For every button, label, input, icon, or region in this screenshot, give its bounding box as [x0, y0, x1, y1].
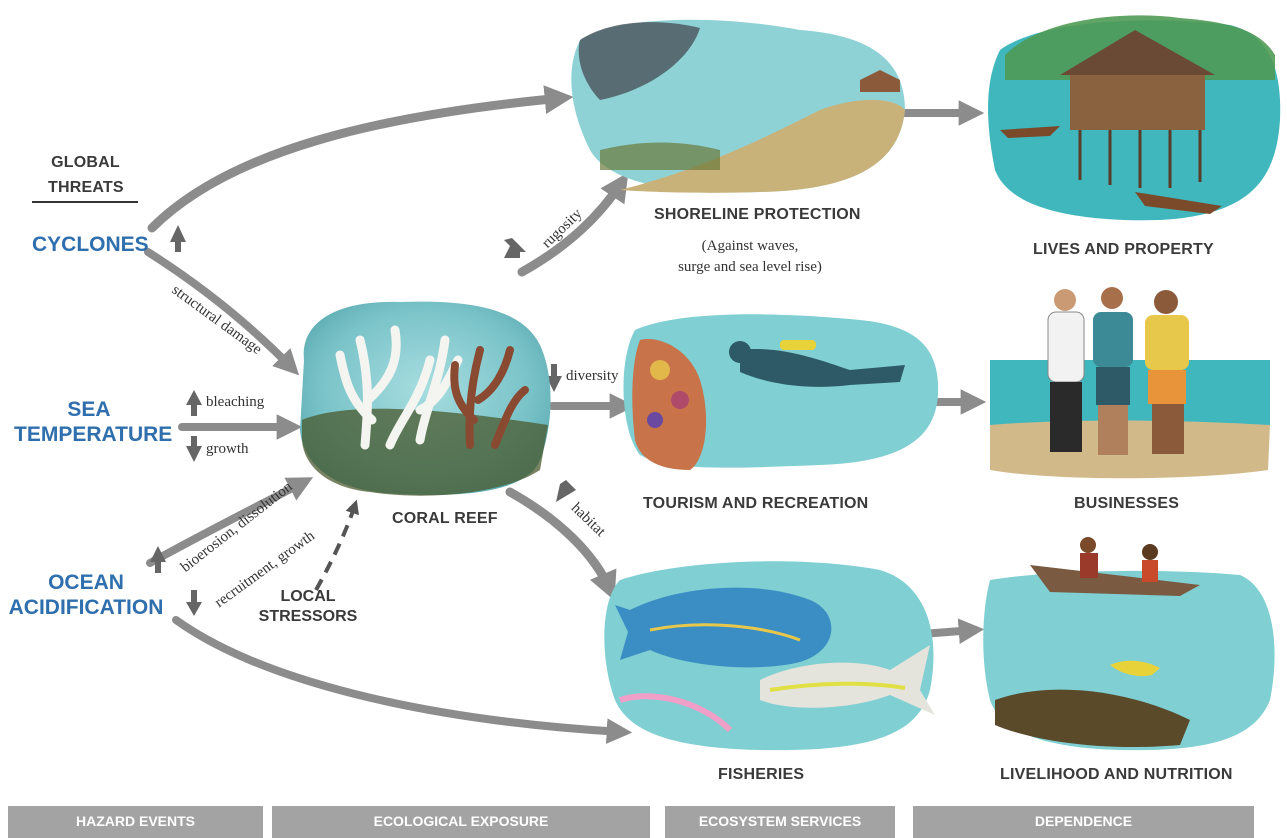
- lives-property-illustration: [988, 15, 1280, 220]
- label-diversity: diversity: [566, 368, 619, 385]
- businesses-illustration: [990, 287, 1270, 480]
- shoreline-note-line2: surge and sea level rise): [650, 257, 850, 278]
- global-threats-title: GLOBAL THREATS: [48, 150, 123, 200]
- band-ecological-exposure: ECOLOGICAL EXPOSURE: [272, 806, 650, 838]
- label-coral-reef: CORAL REEF: [392, 510, 498, 528]
- label-bleaching: bleaching: [206, 394, 264, 411]
- down-arrow-recruitment: [186, 590, 202, 616]
- local-line2: STRESSORS: [252, 607, 364, 627]
- band-hazard-events: HAZARD EVENTS: [8, 806, 263, 838]
- label-fisheries: FISHERIES: [718, 766, 804, 784]
- arrow-reef-to-fisheries: [510, 492, 610, 590]
- label-lives-property: LIVES AND PROPERTY: [1033, 241, 1214, 259]
- threat-cyclones: CYCLONES: [32, 232, 149, 257]
- ocean-line2: ACIDIFICATION: [8, 595, 164, 620]
- sea-temp-line2: TEMPERATURE: [14, 422, 164, 447]
- livelihood-illustration: [983, 537, 1274, 750]
- label-businesses: BUSINESSES: [1074, 495, 1179, 513]
- label-livelihood: LIVELIHOOD AND NUTRITION: [1000, 766, 1233, 784]
- shoreline-note-line1: (Against waves,: [650, 236, 850, 257]
- down-arrow-rugosity: [504, 238, 526, 258]
- shoreline-illustration: [571, 20, 905, 193]
- sea-temp-line1: SEA: [14, 397, 164, 422]
- global-threats-line1: GLOBAL: [48, 150, 123, 175]
- arrow-cyclones-to-reef: [148, 252, 292, 368]
- coral-reef-illustration: [300, 302, 551, 496]
- down-arrow-habitat: [556, 480, 576, 502]
- label-growth: growth: [206, 441, 249, 458]
- band-dependence: DEPENDENCE: [913, 806, 1254, 838]
- band-ecosystem-services: ECOSYSTEM SERVICES: [665, 806, 895, 838]
- label-shoreline-protection: SHORELINE PROTECTION: [654, 206, 861, 224]
- arrow-ocean-to-fisheries: [176, 620, 622, 732]
- arrow-local-stressors: [316, 505, 355, 590]
- up-arrow-structural: [170, 225, 186, 252]
- label-local-stressors: LOCAL STRESSORS: [252, 587, 364, 627]
- up-arrow-bleaching: [186, 390, 202, 416]
- arrow-cyclones-to-shoreline: [152, 98, 562, 228]
- shoreline-note: (Against waves, surge and sea level rise…: [650, 236, 850, 278]
- local-line1: LOCAL: [252, 587, 364, 607]
- fisheries-illustration: [604, 561, 935, 750]
- label-tourism: TOURISM AND RECREATION: [643, 495, 868, 513]
- threat-ocean-acidification: OCEAN ACIDIFICATION: [8, 570, 164, 620]
- tourism-illustration: [624, 314, 939, 470]
- global-threats-line2: THREATS: [48, 175, 123, 200]
- ocean-line1: OCEAN: [8, 570, 164, 595]
- up-arrow-bioerosion: [150, 546, 166, 573]
- down-arrow-growth: [186, 436, 202, 462]
- threat-sea-temperature: SEA TEMPERATURE: [14, 397, 164, 447]
